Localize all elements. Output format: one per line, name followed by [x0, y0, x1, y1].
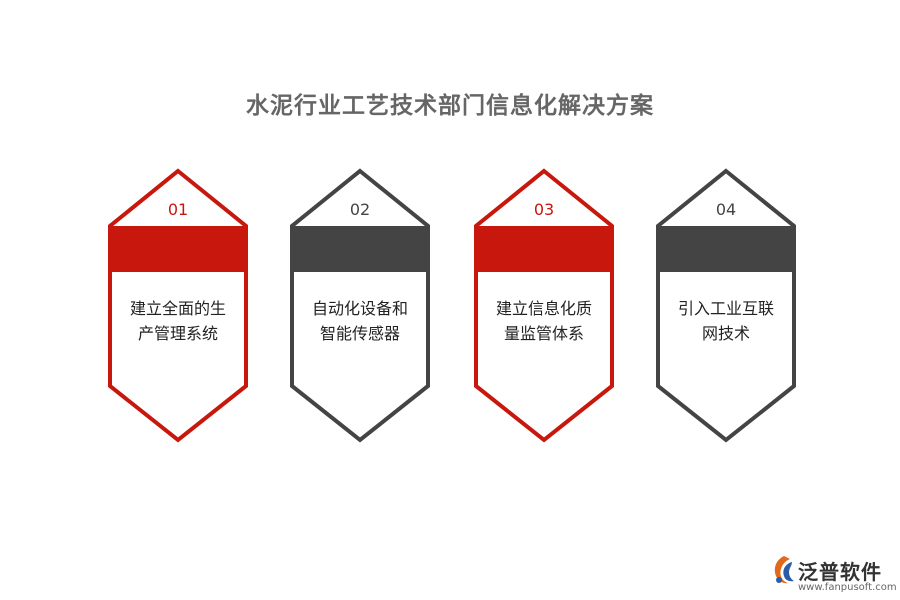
- step-text-line-1: 自动化设备和: [311, 299, 408, 318]
- hexagon-band: [292, 226, 428, 272]
- step-text: 建立信息化质 量监管体系: [482, 296, 606, 346]
- brand-name: 泛普软件: [798, 560, 882, 584]
- step-number: 01: [167, 200, 189, 219]
- step-text: 自动化设备和 智能传感器: [298, 296, 422, 346]
- step-text-line-1: 引入工业互联: [677, 299, 774, 318]
- step-text-line-1: 建立信息化质: [495, 299, 592, 318]
- hexagon-shape: [108, 168, 248, 443]
- step-number: 03: [533, 200, 555, 219]
- fanpu-logo-icon: [774, 556, 794, 584]
- step-text-line-2: 产管理系统: [137, 324, 218, 343]
- step-number: 02: [349, 200, 371, 219]
- step-number: 04: [715, 200, 737, 219]
- step-text-line-2: 智能传感器: [319, 324, 400, 343]
- hexagon-shape: [474, 168, 614, 443]
- hexagon-band: [476, 226, 612, 272]
- step-text: 建立全面的生 产管理系统: [116, 296, 240, 346]
- step-text-line-1: 建立全面的生: [129, 299, 226, 318]
- page-title: 水泥行业工艺技术部门信息化解决方案: [246, 93, 654, 119]
- hexagon-shape: [656, 168, 796, 443]
- hexagon-band: [658, 226, 794, 272]
- step-text-line-2: 量监管体系: [503, 324, 584, 343]
- hexagon-band: [110, 226, 246, 272]
- step-text: 引入工业互联 网技术: [664, 296, 788, 346]
- step-card-2: 02 自动化设备和 智能传感器: [288, 168, 432, 443]
- step-card-3: 03 建立信息化质 量监管体系: [472, 168, 616, 443]
- step-text-line-2: 网技术: [701, 324, 750, 343]
- hexagon-shape: [290, 168, 430, 443]
- brand-url: www.fanpusoft.com: [798, 582, 897, 593]
- step-card-1: 01 建立全面的生 产管理系统: [106, 168, 250, 443]
- step-card-4: 04 引入工业互联 网技术: [654, 168, 798, 443]
- brand-logo: 泛普软件 www.fanpusoft.com: [768, 552, 897, 596]
